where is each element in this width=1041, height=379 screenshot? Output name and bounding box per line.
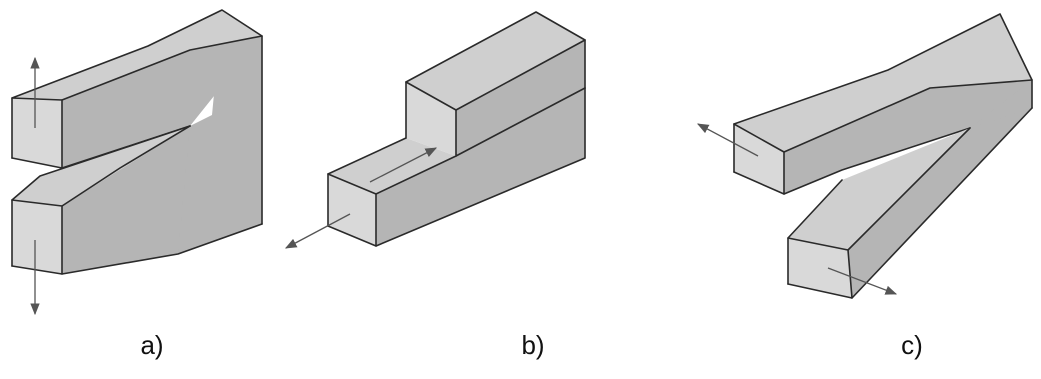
crack-c-upper <box>783 127 971 195</box>
upper-block-b-end-face <box>406 82 456 156</box>
upper-block-b-edges <box>405 11 586 139</box>
arrow-b-forward <box>369 147 438 183</box>
caption-a: a) <box>140 330 164 360</box>
diagram-b-sliding-mode <box>284 11 586 249</box>
lower-arm-c-edges-2 <box>787 237 853 299</box>
upper-block-b-top-face <box>406 12 585 110</box>
arrow-c-upper <box>696 123 759 157</box>
upper-arm-c-edges <box>733 13 1033 173</box>
lower-block-b-end-face <box>328 174 376 246</box>
diagram-a-opening-mode <box>11 9 263 316</box>
lower-arm-a-edges <box>11 125 191 267</box>
lower-arm-c-edges-4 <box>851 107 1033 299</box>
lower-arm-a-edges-3 <box>61 125 191 207</box>
lower-block-b-top-face <box>328 138 456 194</box>
arrow-b-backward <box>284 213 351 249</box>
upper-arm-a-edges-2 <box>11 97 63 169</box>
lower-arm-c-end-face <box>788 238 852 298</box>
upper-arm-c-edges-2 <box>733 123 785 195</box>
upper-block-b-edges-3 <box>455 87 586 157</box>
diagram-c-tearing-mode <box>696 13 1033 299</box>
lower-block-b-edges-3 <box>375 155 457 195</box>
arrow-c-lower <box>827 267 898 295</box>
upper-arm-c-top-face <box>734 14 1032 152</box>
lower-block-b-side-face <box>376 88 585 246</box>
upper-arm-a-edges-3 <box>61 35 263 101</box>
lower-block-b-edges-4 <box>375 87 586 247</box>
upper-arm-a-end-face <box>12 98 62 168</box>
body-a-top-face <box>12 10 262 100</box>
upper-arm-c-side-face <box>784 80 1032 194</box>
lower-arm-a-end-face <box>12 200 62 274</box>
lower-arm-a-top-face <box>12 126 190 206</box>
body-a-side-face <box>162 10 262 254</box>
lower-arm-c-edges-3 <box>847 127 971 251</box>
lower-arm-a-edges-2 <box>11 199 63 275</box>
upper-arm-a-side-face <box>62 36 262 168</box>
upper-arm-a-edges <box>11 9 263 225</box>
lower-arm-a-side-face <box>62 126 190 274</box>
upper-arm-c-edges-3 <box>783 79 1033 153</box>
caption-c: c) <box>901 330 923 360</box>
upper-arm-c-end-face <box>734 124 784 194</box>
caption-b: b) <box>521 330 545 360</box>
lower-arm-c-top-face <box>788 128 970 250</box>
lower-arm-a-edges-4 <box>61 223 263 275</box>
lower-block-b-edges-2 <box>327 173 377 247</box>
upper-block-b-side-face <box>456 40 585 156</box>
